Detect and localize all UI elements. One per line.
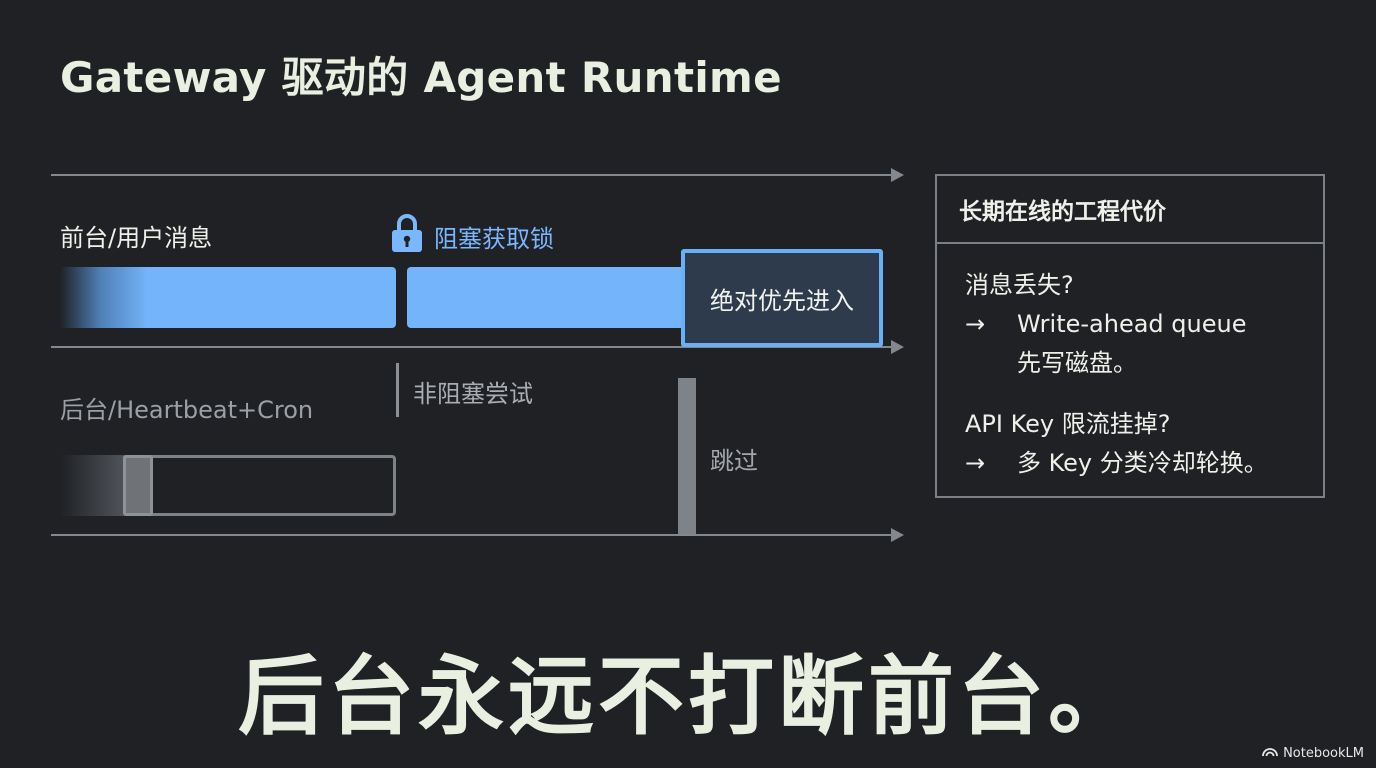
timeline-top-line (51, 174, 893, 176)
nonblocking-attempt-label: 非阻塞尝试 (413, 380, 533, 408)
skip-bar (678, 378, 696, 534)
engineering-cost-panel: 长期在线的工程代价 消息丢失? → Write-ahead queue 先写磁盘。… (935, 174, 1325, 498)
cost-question: API Key 限流挂掉? (965, 410, 1171, 438)
cost-answer: Write-ahead queue (1017, 310, 1247, 338)
timeline-bottom-line (51, 534, 893, 536)
foreground-lane-label: 前台/用户消息 (60, 224, 213, 252)
cost-panel-body: 消息丢失? → Write-ahead queue 先写磁盘。 API Key 限… (937, 244, 1323, 483)
nonblocking-tick-mark (396, 363, 399, 417)
blocking-lock-label: 阻塞获取锁 (390, 212, 554, 260)
background-task-fade (60, 455, 132, 516)
foreground-task-bar-2 (407, 267, 697, 328)
absolute-priority-box: 绝对优先进入 (681, 249, 883, 347)
cost-answer-continued: 先写磁盘。 (1017, 349, 1137, 377)
brand-watermark: NotebookLM (1262, 745, 1364, 761)
background-task-bar (60, 455, 396, 516)
brand-name: NotebookLM (1283, 745, 1364, 761)
skip-label: 跳过 (710, 447, 758, 475)
cost-answer: 多 Key 分类冷却轮换。 (1017, 449, 1268, 477)
background-lane-label: 后台/Heartbeat+Cron (60, 396, 314, 424)
absolute-priority-text: 绝对优先进入 (710, 286, 854, 315)
cost-item-api-key: API Key 限流挂掉? → 多 Key 分类冷却轮换。 (965, 405, 1323, 483)
slogan-text: 后台永远不打断前台。 (238, 647, 1138, 747)
cost-answer-line: → Write-ahead queue (965, 305, 1323, 344)
background-task-marker (123, 455, 153, 516)
right-arrow-icon: → (965, 449, 986, 477)
timeline-top-arrow-icon (891, 168, 904, 182)
cost-item-message-loss: 消息丢失? → Write-ahead queue 先写磁盘。 (965, 266, 1323, 383)
timeline-middle-line (51, 346, 893, 348)
cost-answer-line: → 多 Key 分类冷却轮换。 (965, 444, 1323, 483)
lock-label-text: 阻塞获取锁 (434, 224, 554, 253)
slide-title: Gateway 驱动的 Agent Runtime (60, 53, 782, 102)
cost-question: 消息丢失? (965, 271, 1074, 299)
cost-panel-heading: 长期在线的工程代价 (937, 176, 1323, 244)
notebooklm-logo-icon (1262, 745, 1278, 761)
lock-icon (390, 212, 424, 260)
timeline-middle-arrow-icon (891, 340, 904, 354)
right-arrow-icon: → (965, 310, 986, 338)
timeline-bottom-arrow-icon (891, 528, 904, 542)
foreground-task-bar-1 (60, 267, 396, 328)
